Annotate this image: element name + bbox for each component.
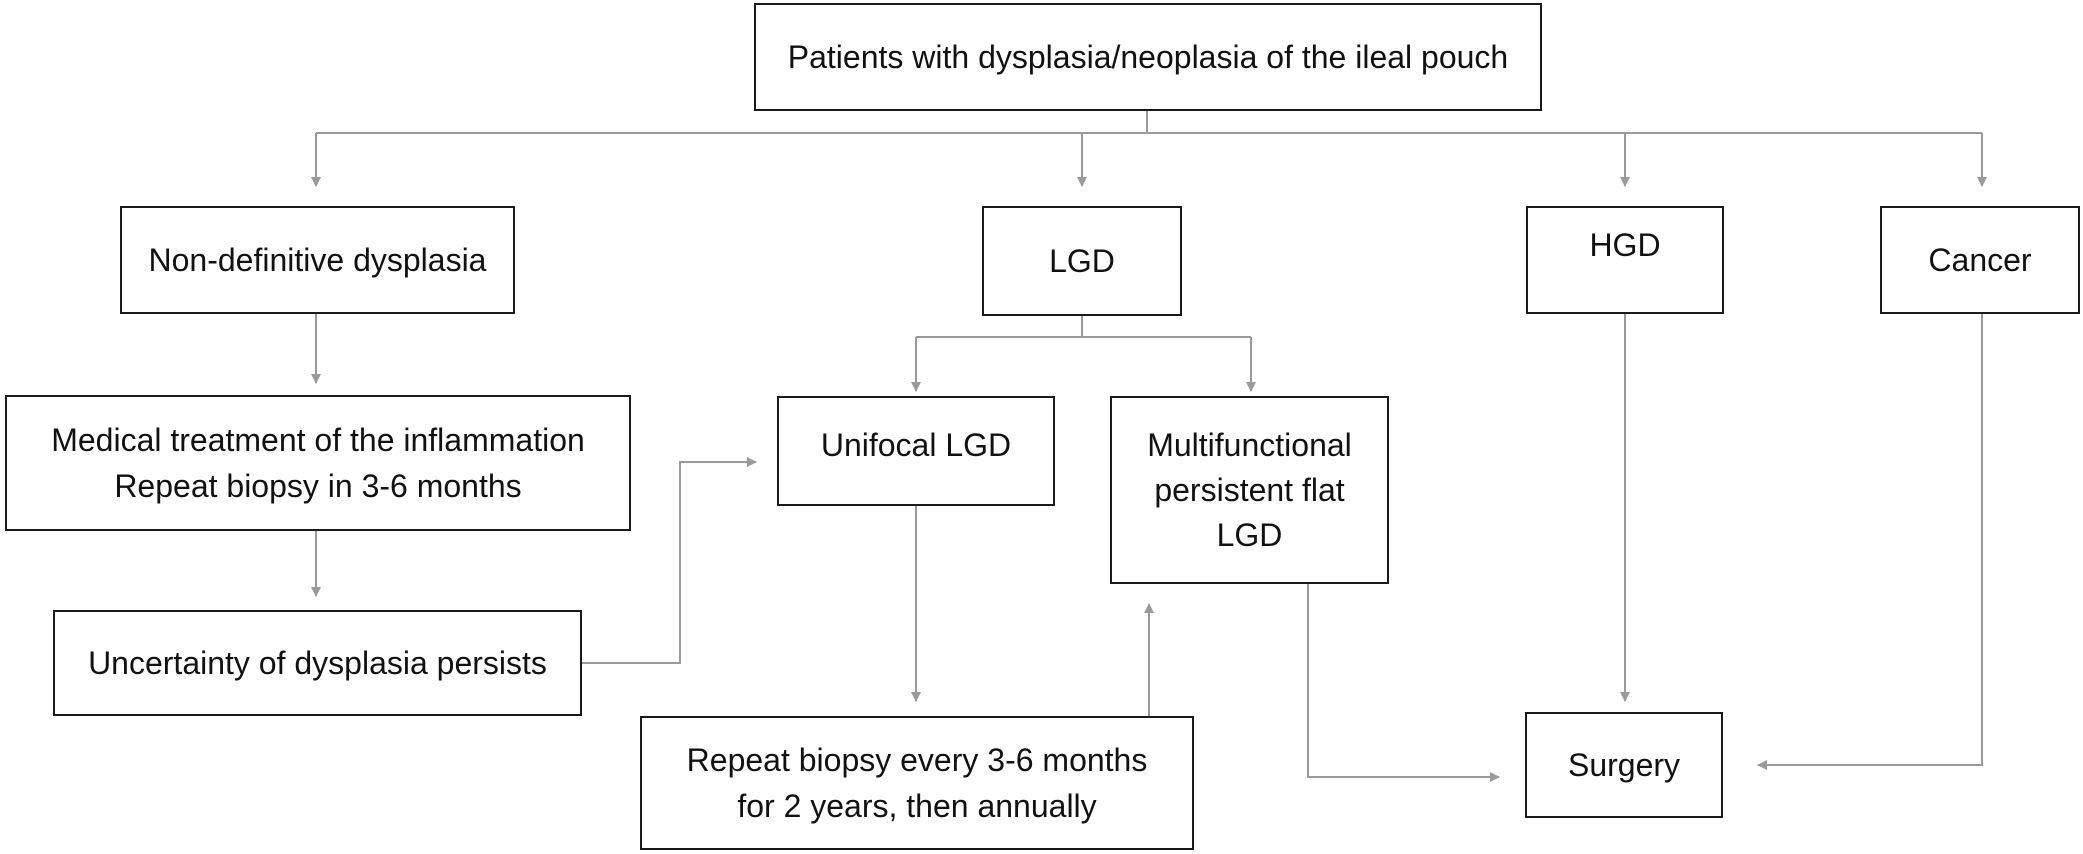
arrow-multifunctional-to-surgery [1307, 584, 1500, 782]
node-uncertainty: Uncertainty of dysplasia persists [53, 610, 582, 716]
node-multifunctional-flat-lgd: Multifunctional persistent flat LGD [1110, 396, 1389, 584]
node-root-line-1: Patients with dysplasia/neoplasia of the… [787, 39, 1509, 75]
node-cancer-line-1: Cancer [1928, 242, 2032, 278]
node-multifunctional-line-1: Multifunctional [1147, 426, 1352, 463]
node-unifocal-line-1: Unifocal LGD [820, 427, 1012, 463]
node-hgd-line-1: HGD [1589, 227, 1661, 263]
arrow-cancer-to-surgery [1757, 314, 1983, 770]
node-surgery-line-1: Surgery [1567, 747, 1681, 783]
node-multifunctional-line-2: persistent flat [1154, 471, 1345, 508]
node-repeat-biopsy: Repeat biopsy every 3-6 months for 2 yea… [640, 716, 1194, 850]
node-uncertainty-line-1: Uncertainty of dysplasia persists [88, 645, 547, 681]
node-cancer: Cancer [1880, 206, 2080, 314]
node-non-definitive-dysplasia: Non-definitive dysplasia [120, 206, 515, 314]
node-lgd-line-1: LGD [1049, 243, 1115, 279]
node-medical-line-1: Medical treatment of the inflammation [51, 422, 585, 458]
node-surgery: Surgery [1525, 712, 1723, 818]
node-lgd: LGD [982, 206, 1182, 316]
node-repeat-line-1: Repeat biopsy every 3-6 months [686, 742, 1148, 778]
node-unifocal-lgd: Unifocal LGD [777, 396, 1055, 506]
node-hgd: HGD [1526, 206, 1724, 314]
node-non-definitive-line-1: Non-definitive dysplasia [148, 242, 487, 278]
node-root: Patients with dysplasia/neoplasia of the… [754, 3, 1542, 111]
node-multifunctional-line-3: LGD [1216, 516, 1283, 553]
node-medical-line-2: Repeat biopsy in 3-6 months [114, 468, 522, 504]
arrow-uncertainty-to-unifocal [582, 457, 757, 664]
node-medical-treatment: Medical treatment of the inflammation Re… [5, 395, 631, 531]
node-repeat-line-2: for 2 years, then annually [737, 788, 1097, 824]
